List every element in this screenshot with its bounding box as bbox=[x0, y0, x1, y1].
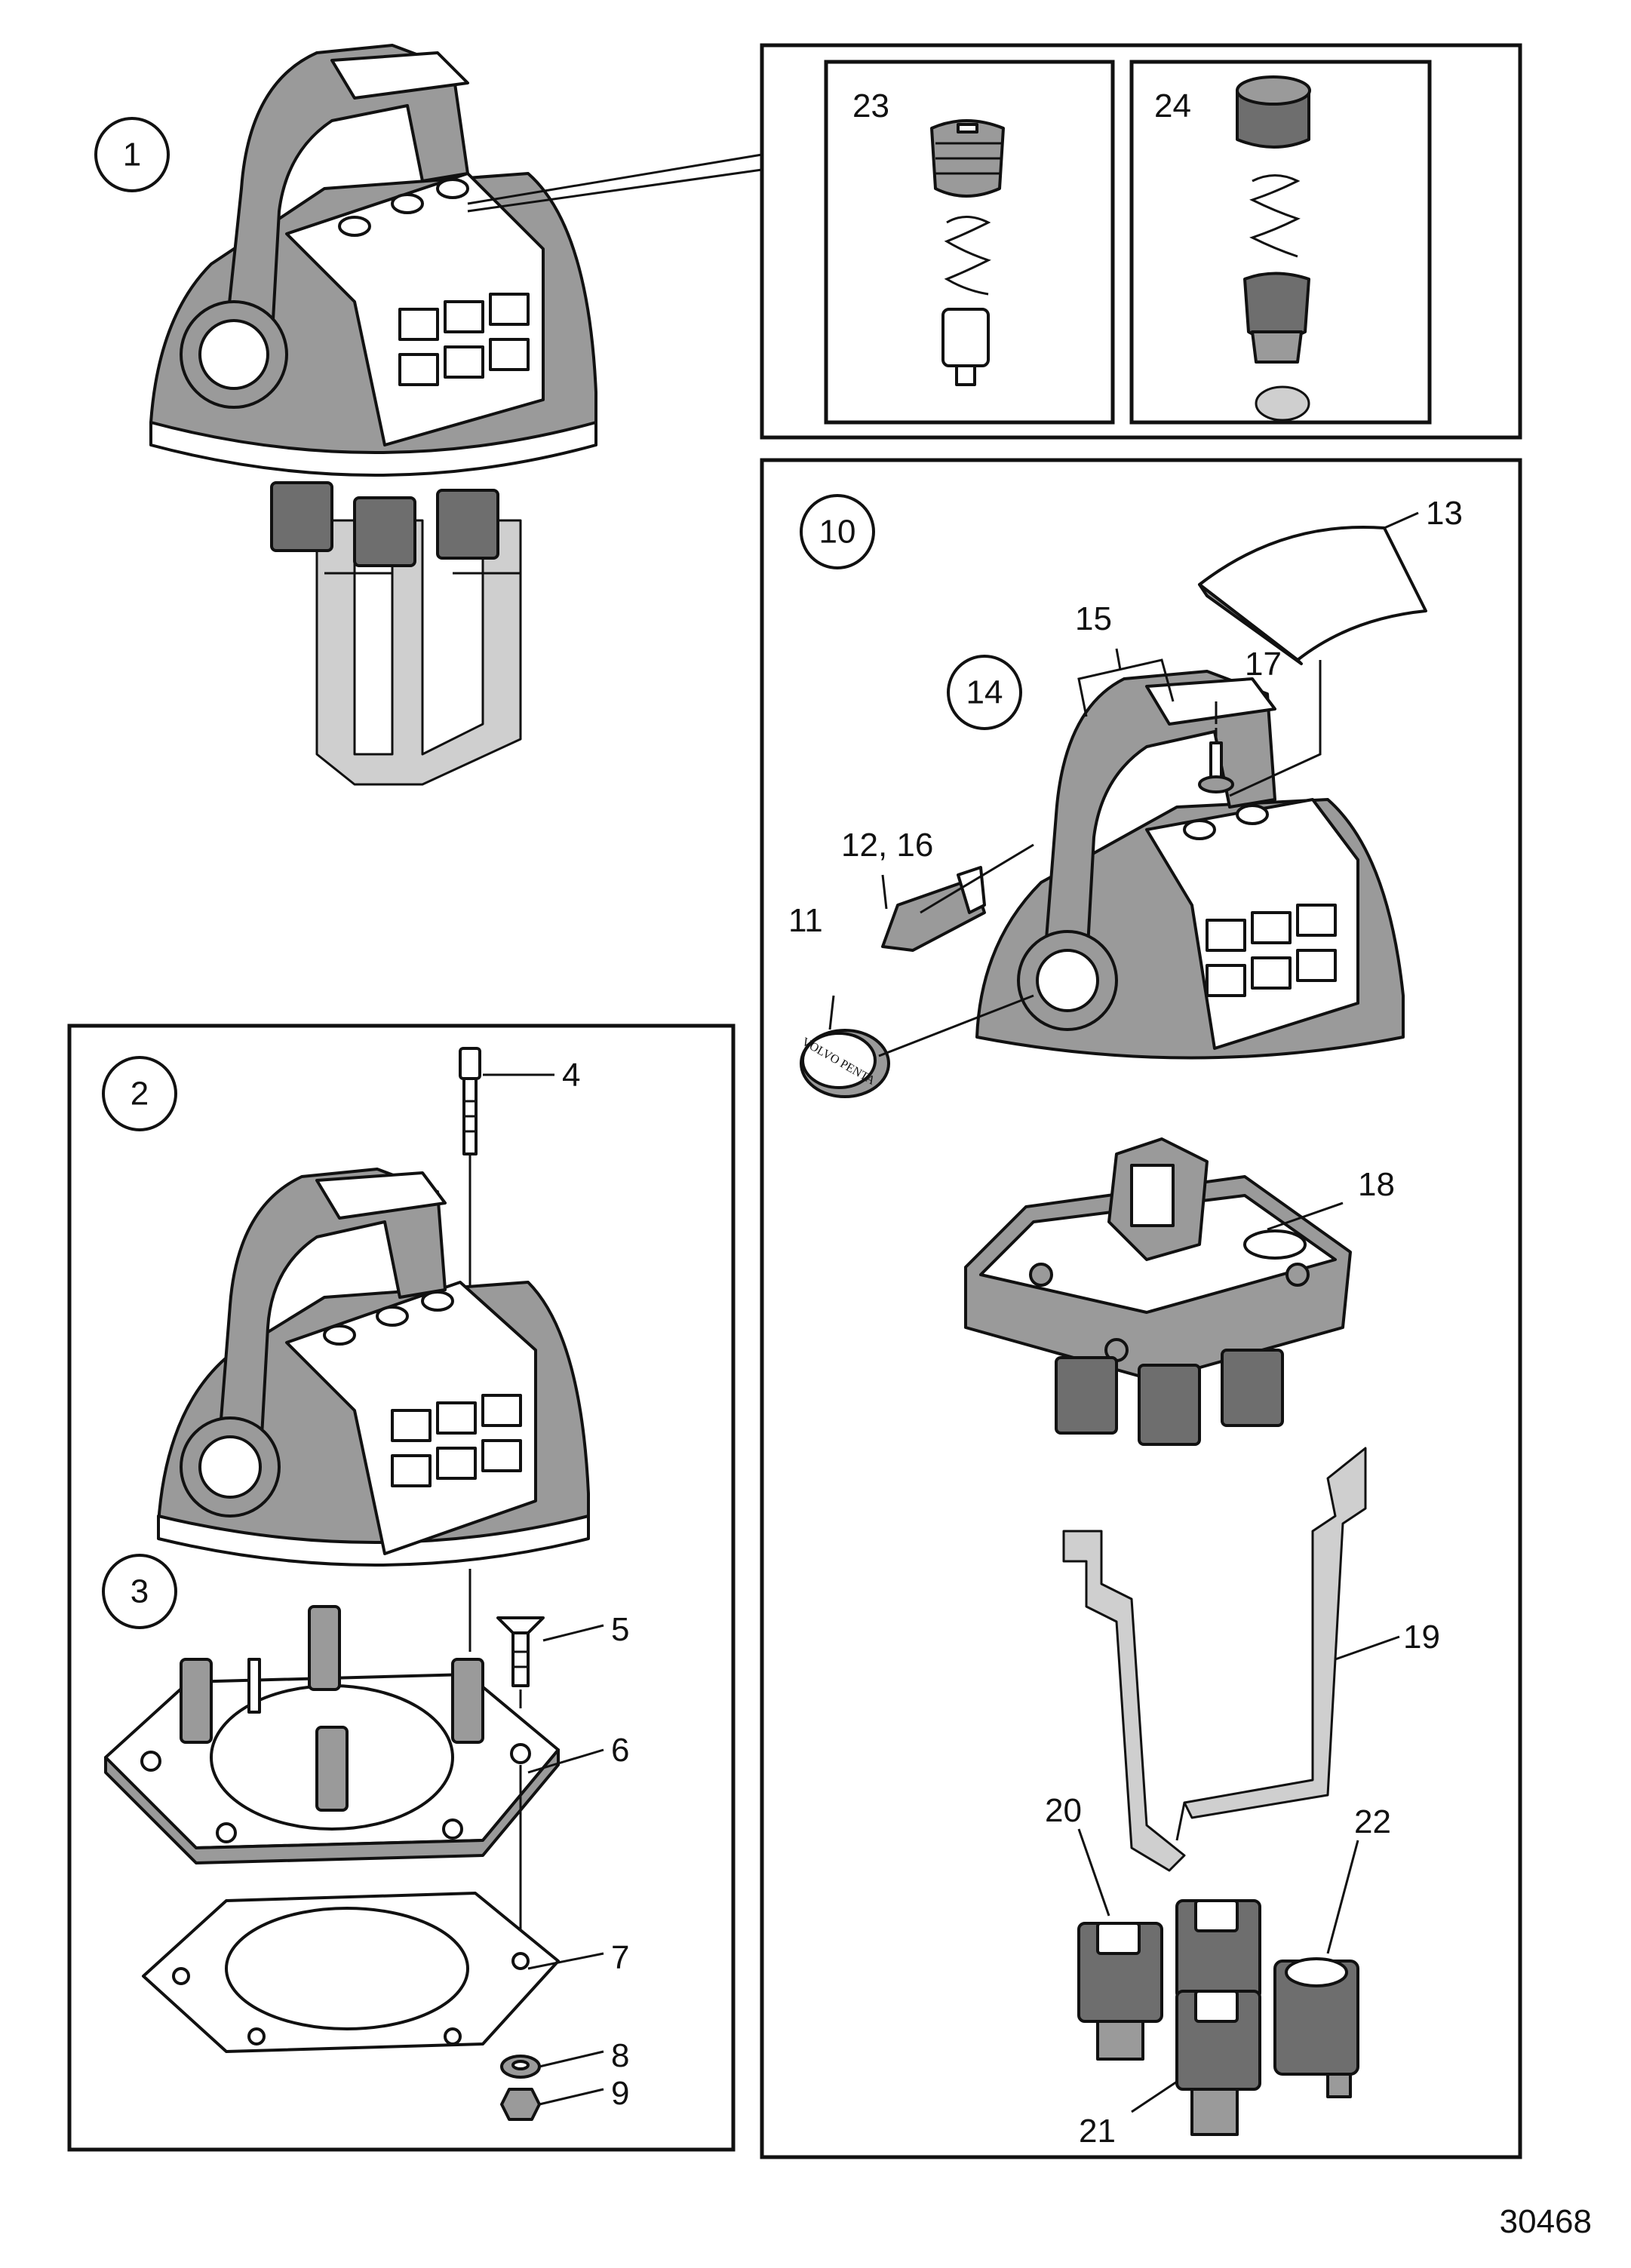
svg-text:1: 1 bbox=[123, 137, 141, 173]
part-label-9: 9 bbox=[611, 2075, 629, 2112]
part-label-8: 8 bbox=[611, 2037, 629, 2074]
panel-10-box bbox=[760, 458, 1522, 2159]
part-label-15: 15 bbox=[1075, 600, 1112, 637]
connector-21 bbox=[1175, 1990, 1261, 2136]
detector-plug-23 bbox=[930, 119, 1005, 386]
part-label-12-16: 12, 16 bbox=[841, 827, 933, 864]
gasket-7 bbox=[142, 1892, 560, 2053]
part-label-13: 13 bbox=[1426, 495, 1463, 532]
part-label-6: 6 bbox=[611, 1732, 629, 1769]
circled-label-10: 10 bbox=[800, 494, 875, 569]
circled-label-1: 1 bbox=[94, 117, 170, 192]
nut-9 bbox=[500, 2088, 541, 2121]
part-label-18: 18 bbox=[1358, 1166, 1395, 1203]
figure-number: 30468 bbox=[1500, 2203, 1592, 2240]
control-unit-assembly-2 bbox=[157, 1168, 590, 1567]
base-unit-18 bbox=[964, 1137, 1352, 1446]
svg-text:3: 3 bbox=[131, 1573, 149, 1610]
detail-box-24 bbox=[1129, 60, 1432, 425]
connector-22 bbox=[1273, 1957, 1359, 2098]
part-label-20: 20 bbox=[1045, 1792, 1082, 1829]
part-label-19: 19 bbox=[1403, 1619, 1440, 1656]
part-label-11: 11 bbox=[788, 902, 823, 939]
panel-2-box bbox=[67, 1024, 736, 2152]
part-label-5: 5 bbox=[611, 1611, 629, 1648]
washer-8 bbox=[500, 2055, 541, 2079]
cover-12-16 bbox=[881, 866, 986, 952]
control-unit-assembly-1 bbox=[149, 44, 597, 786]
part-label-21: 21 bbox=[1079, 2113, 1116, 2150]
part-label-7: 7 bbox=[611, 1939, 629, 1976]
circled-label-14: 14 bbox=[947, 655, 1022, 730]
part-label-23: 23 bbox=[852, 87, 889, 124]
detail-box-outer bbox=[760, 43, 1522, 440]
connector-20 bbox=[1077, 1922, 1163, 2061]
circled-label-2: 2 bbox=[102, 1056, 177, 1131]
detail-box-23 bbox=[824, 60, 1115, 425]
leader-detail bbox=[467, 153, 763, 205]
mounting-plate-6 bbox=[104, 1605, 560, 1864]
screw-17 bbox=[1198, 728, 1234, 793]
part-label-17: 17 bbox=[1245, 646, 1282, 683]
svg-text:2: 2 bbox=[131, 1076, 149, 1113]
part-label-4: 4 bbox=[562, 1057, 580, 1094]
logo-button-11: VOLVO PENTA bbox=[800, 1029, 890, 1098]
connector-mid bbox=[1175, 1899, 1261, 2000]
cover-plate-13 bbox=[1198, 525, 1427, 665]
control-lever-14 bbox=[975, 670, 1405, 1060]
bracket-19 bbox=[1062, 1447, 1367, 1872]
part-label-24: 24 bbox=[1154, 87, 1191, 124]
svg-text:10: 10 bbox=[819, 514, 856, 551]
circled-label-3: 3 bbox=[102, 1554, 177, 1629]
part-label-22: 22 bbox=[1354, 1803, 1391, 1840]
svg-text:14: 14 bbox=[966, 674, 1003, 711]
leader-detail-2 bbox=[467, 168, 763, 213]
screw-5 bbox=[496, 1616, 545, 1687]
bolt-4 bbox=[459, 1047, 481, 1155]
detector-plug-24 bbox=[1236, 75, 1311, 422]
